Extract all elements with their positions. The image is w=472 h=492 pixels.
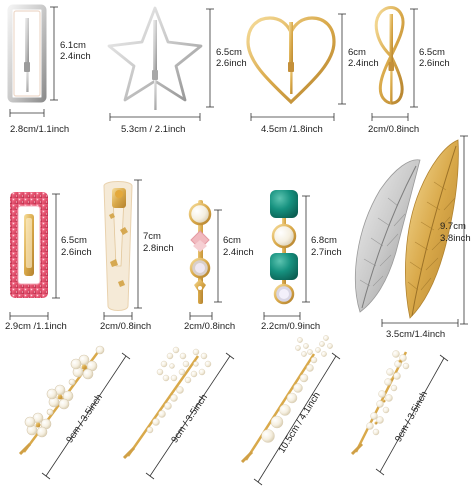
- item-3-height-inch-label: 2.4inch: [348, 58, 379, 69]
- item-4-height-label: 6.5cm: [419, 47, 445, 58]
- item-5-height-label: 6.5cm: [61, 235, 87, 246]
- pink-stone-pearl-clip-icon: [188, 200, 212, 304]
- item-9-height-label: 9.7cm: [440, 221, 466, 232]
- dimension-lines: [41, 352, 131, 480]
- dimension-lines: [371, 8, 418, 121]
- dimension-lines: [253, 352, 341, 486]
- item-4-width-label: 2cm/0.8inch: [368, 124, 420, 135]
- pearl-bow-pin-icon: [122, 346, 212, 460]
- pearl-mermaid-tail-pin-icon: [240, 335, 333, 464]
- item-5-width-label: 2.9cm /1.1inch: [5, 321, 67, 332]
- item-6-width-label: 2cm/0.8inch: [100, 321, 152, 332]
- item-8-height-label: 6.8cm: [311, 235, 337, 246]
- item-7-height-label: 6cm: [223, 235, 241, 246]
- item-2-height-inch-label: 2.6inch: [216, 58, 247, 69]
- feather-clip-icon: [355, 139, 459, 319]
- item-1-height-inch-label: 2.4inch: [60, 51, 91, 62]
- star-hairpin-icon: [107, 6, 203, 110]
- item-6-height-inch-label: 2.8inch: [143, 243, 174, 254]
- item-9-width-label: 3.5cm/1.4inch: [386, 329, 446, 340]
- pearl-flower-pin-icon: [18, 345, 105, 456]
- heart-hairpin-icon: [246, 16, 336, 105]
- dimension-lines: [250, 13, 346, 121]
- item-6-height-label: 7cm: [143, 231, 161, 242]
- dimension-lines: [103, 179, 142, 320]
- item-7-width-label: 2cm/0.8inch: [184, 321, 236, 332]
- item-1-height-label: 6.1cm: [60, 40, 86, 51]
- dimension-lines: [145, 352, 235, 480]
- item-8-width-label: 2.2cm/0.9inch: [261, 321, 321, 332]
- item-5-height-inch-label: 2.6inch: [61, 247, 92, 258]
- item-1-width-label: 2.8cm/1.1inch: [10, 124, 70, 135]
- infinity-hairpin-icon: [374, 6, 405, 105]
- dimension-lines: [263, 195, 310, 320]
- item-2-height-label: 6.5cm: [216, 47, 242, 58]
- dimension-lines: [189, 209, 222, 320]
- pearl-cluster-pin-icon: [350, 350, 410, 456]
- dimension-lines: [9, 193, 60, 320]
- item-8-height-inch-label: 2.7inch: [311, 247, 342, 258]
- gold-flake-snap-clip-icon: [103, 181, 133, 311]
- dimension-lines: [109, 8, 214, 121]
- dimension-lines: [375, 354, 449, 476]
- item-3-height-label: 6cm: [348, 47, 366, 58]
- dimension-lines: [381, 135, 468, 327]
- pink-glitter-clip-icon: [10, 192, 48, 298]
- rectangle-hairpin-icon: [7, 4, 47, 103]
- item-7-height-inch-label: 2.4inch: [223, 247, 254, 258]
- item-2-width-label: 5.3cm / 2.1inch: [121, 124, 186, 135]
- item-4-height-inch-label: 2.6inch: [419, 58, 450, 69]
- dimension-lines: [9, 6, 58, 117]
- teal-stone-clip-icon: [270, 190, 298, 305]
- item-3-width-label: 4.5cm /1.8inch: [261, 124, 323, 135]
- item-9-height-inch-label: 3.8inch: [440, 233, 471, 244]
